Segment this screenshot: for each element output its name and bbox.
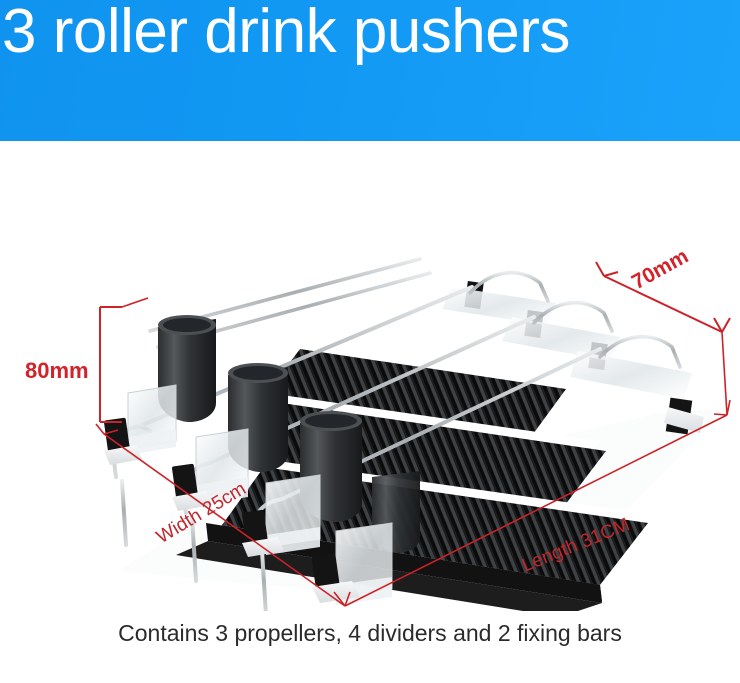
product-photo [95, 257, 712, 611]
product-image-stage [0, 141, 740, 611]
page-title: 3 roller drink pushers [2, 0, 570, 66]
product-caption: Contains 3 propellers, 4 dividers and 2 … [118, 620, 622, 646]
clear-lane-strips [442, 287, 692, 399]
divider-1 [127, 384, 177, 455]
header-banner: 3 roller drink pushers [0, 0, 740, 141]
